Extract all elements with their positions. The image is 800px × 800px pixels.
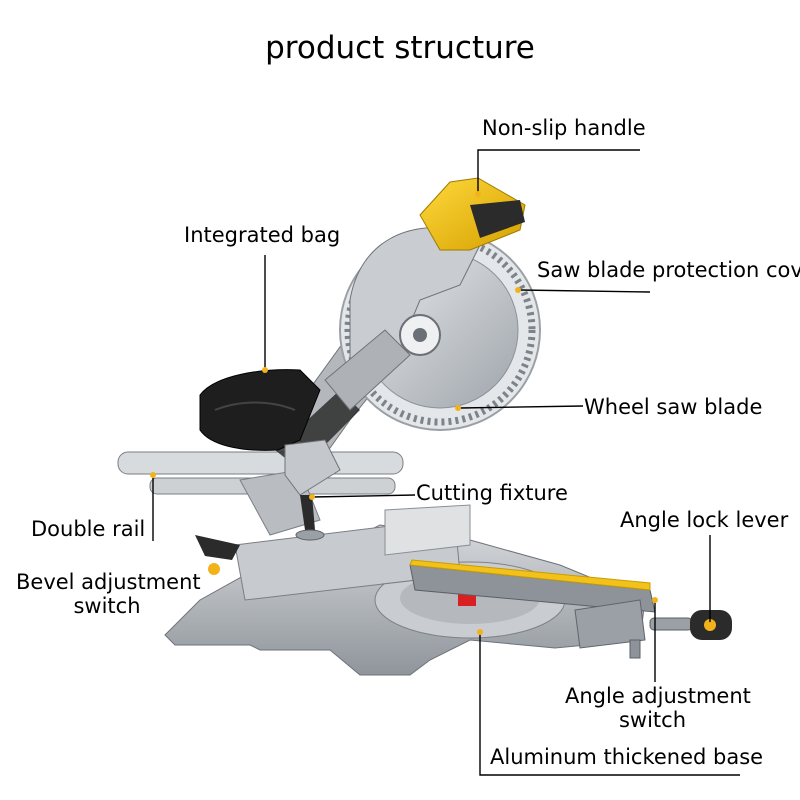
leader-wheel-saw-blade bbox=[459, 405, 584, 409]
label-integrated-bag: Integrated bag bbox=[184, 223, 341, 247]
label-non-slip-handle: Non-slip handle bbox=[482, 116, 646, 140]
label-saw-blade-protection-cover: Saw blade protection cover bbox=[537, 258, 800, 282]
label-double-rail: Double rail bbox=[31, 517, 146, 541]
dot-angle-lock-lever bbox=[707, 622, 713, 628]
double-rail-graphic bbox=[117, 451, 404, 536]
saw-handle-graphic bbox=[419, 177, 526, 251]
label-aluminum-thickened-base: Aluminum thickened base bbox=[490, 745, 764, 769]
leader-lines bbox=[152, 149, 740, 776]
label-angle-adjustment-switch: Angle adjustment switch bbox=[565, 684, 751, 732]
label-angle-lock-lever: Angle lock lever bbox=[620, 508, 789, 532]
leader-saw-blade-protection-cover bbox=[519, 289, 651, 293]
dot-wheel-saw-blade bbox=[455, 405, 461, 411]
label-wheel-saw-blade: Wheel saw blade bbox=[584, 395, 763, 419]
page-title: product structure bbox=[265, 30, 535, 66]
dot-non-slip-handle bbox=[475, 191, 481, 197]
label-bevel-adjustment-switch-line2: switch bbox=[73, 594, 141, 618]
dot-cutting-fixture bbox=[309, 494, 315, 500]
dot-bevel-adjustment-switch bbox=[211, 566, 217, 572]
leader-non-slip-handle bbox=[477, 149, 640, 192]
label-angle-adjustment-switch-line2: switch bbox=[618, 708, 687, 732]
label-bevel-adjustment-switch: Bevel adjustment switch bbox=[16, 570, 201, 618]
saw-blade-assembly bbox=[324, 227, 541, 431]
dot-integrated-bag bbox=[262, 367, 268, 373]
angle-lock-lever-graphic bbox=[629, 610, 732, 659]
dot-double-rail bbox=[150, 472, 156, 478]
callout-dots bbox=[150, 191, 713, 635]
cutting-fixture-graphic bbox=[284, 439, 341, 541]
dust-bag-graphic bbox=[199, 369, 321, 451]
label-cutting-fixture: Cutting fixture bbox=[416, 481, 568, 505]
leader-aluminum-base bbox=[479, 632, 740, 776]
label-angle-adjustment-switch-line1: Angle adjustment bbox=[565, 684, 751, 708]
label-bevel-adjustment-switch-line1: Bevel adjustment bbox=[16, 570, 201, 594]
fence-extension bbox=[234, 504, 656, 649]
dot-angle-adjustment-switch bbox=[652, 597, 658, 603]
dot-saw-blade-protection-cover bbox=[515, 287, 521, 293]
leader-cutting-fixture bbox=[311, 494, 416, 498]
bevel-knob-graphic bbox=[195, 535, 240, 575]
dot-aluminum-base bbox=[477, 629, 483, 635]
